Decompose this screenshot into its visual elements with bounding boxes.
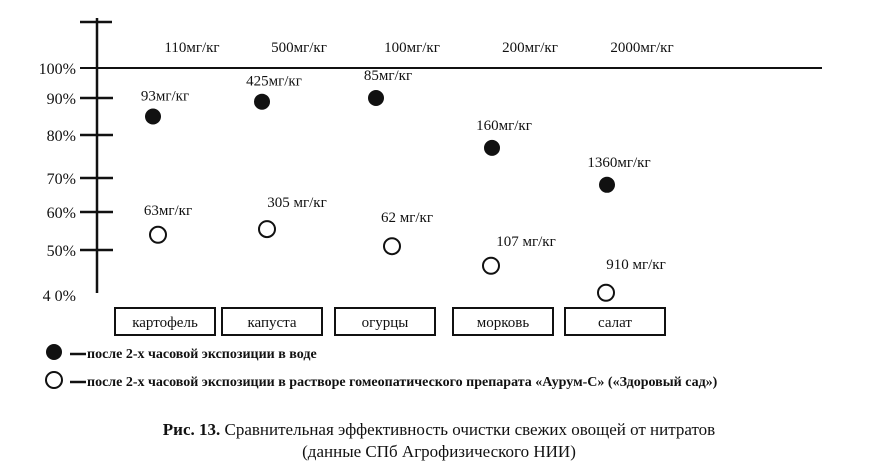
figure-caption: Рис. 13. Сравнительная эффективность очи… [0,419,878,441]
initial-concentration-label: 110мг/кг [164,40,219,56]
legend-label-aurum: после 2-х часовой экспозиции в растворе … [87,375,718,390]
y-tick-label: 70% [47,171,76,188]
category-label: салат [598,315,632,331]
category-box [114,307,216,336]
data-point-water [368,90,384,106]
y-tick-label: 90% [47,91,76,108]
data-point-aurum [597,283,615,302]
category-box [334,307,436,336]
category-label: картофель [132,315,198,331]
y-tick-label: 50% [47,243,76,260]
data-point-aurum [383,237,401,256]
data-label: 62 мг/кг [381,210,433,226]
data-label: 425мг/кг [246,74,302,90]
data-label: 160мг/кг [476,118,532,134]
initial-concentration-label: 200мг/кг [502,40,558,56]
figure-label: Рис. 13. [162,420,221,439]
category-box [564,307,666,336]
legend-marker-aurum [45,371,63,389]
data-label: 93мг/кг [141,89,189,105]
data-point-water [145,108,161,125]
data-label: 107 мг/кг [496,234,556,250]
y-tick-label: 80% [47,128,76,145]
figure-title: Сравнительная эффективность очистки свеж… [224,420,716,439]
y-tick-label: 4 0% [43,288,76,305]
y-tick-label: 60% [47,205,76,222]
data-label: 63мг/кг [144,203,192,219]
data-point-water [599,176,615,193]
category-label: морковь [477,315,530,331]
y-tick-label: 100% [39,61,76,78]
category-box [452,307,554,336]
data-point-water [484,139,500,156]
data-label: 910 мг/кг [606,257,666,273]
data-point-aurum [482,256,500,275]
category-label: капуста [247,315,296,331]
legend-marker-water [46,344,62,360]
chart: 100% 90% 80% 70% 60% 50% 4 0% 110мг/кг 500мг/кг 1… [39,18,822,390]
data-label: 305 мг/кг [267,195,327,211]
category-box [221,307,323,336]
legend-label-water: после 2-х часовой экспозиции в воде [87,347,317,362]
data-point-aurum [149,225,167,244]
category-label: огурцы [362,315,409,331]
data-point-water [254,93,270,110]
data-label: 85мг/кг [364,68,412,84]
figure-source: (данные СПб Агрофизического НИИ) [302,442,576,461]
initial-concentration-label: 100мг/кг [384,40,440,56]
initial-concentration-label: 2000мг/кг [610,40,673,56]
data-point-aurum [258,220,276,239]
initial-concentration-label: 500мг/кг [271,40,327,56]
data-label: 1360мг/кг [587,155,650,171]
